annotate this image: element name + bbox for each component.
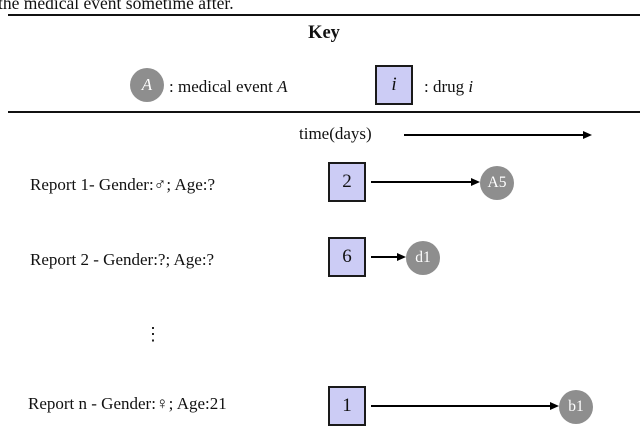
key-drug-symbol: i <box>391 74 397 95</box>
report-2-event-node: d1 <box>406 241 440 275</box>
report-1-arrow-icon <box>371 177 480 186</box>
report-2-drug-day: 6 <box>342 246 352 267</box>
vertical-ellipsis: ⋮ <box>144 324 162 344</box>
report-n-event-code: b1 <box>568 398 584 415</box>
report-2-arrow-icon <box>371 252 406 261</box>
key-event-symbol: A <box>141 75 153 94</box>
key-event-label-text: : medical event <box>169 77 278 96</box>
report-1-label: Report 1- Gender:♂; Age:? <box>30 175 216 194</box>
key-medical-event-node: A <box>130 68 164 102</box>
report-n-arrow-icon <box>371 401 559 410</box>
middle-rule <box>8 111 640 113</box>
key-drug-node: i <box>375 65 413 105</box>
report-1-drug-box: 2 <box>328 162 366 202</box>
report-1-event-code: A5 <box>487 174 507 191</box>
report-n-event-node: b1 <box>559 390 593 424</box>
key-drug-label-var: i <box>468 77 474 96</box>
report-n-drug-box: 1 <box>328 386 366 426</box>
report-1-drug-day: 2 <box>342 171 352 192</box>
report-n-label: Report n - Gender:♀; Age:21 <box>28 394 227 413</box>
report-2-drug-box: 6 <box>328 237 366 277</box>
report-2-event-code: d1 <box>415 249 431 266</box>
report-2-label: Report 2 - Gender:?; Age:? <box>30 250 215 269</box>
top-rule <box>8 14 640 16</box>
key-event-label: : medical event A <box>169 77 287 97</box>
key-title: Key <box>308 23 340 43</box>
key-drug-label-text: : drug <box>424 77 469 96</box>
report-1-event-node: A5 <box>480 166 514 200</box>
key-event-label-var: A <box>277 77 288 96</box>
report-n-drug-day: 1 <box>342 395 352 416</box>
time-axis-label: time(days) <box>299 124 372 143</box>
key-drug-label: : drug i <box>424 77 473 97</box>
time-axis-arrow-icon <box>404 130 592 139</box>
caption-text: the medical event sometime after. <box>0 0 234 13</box>
